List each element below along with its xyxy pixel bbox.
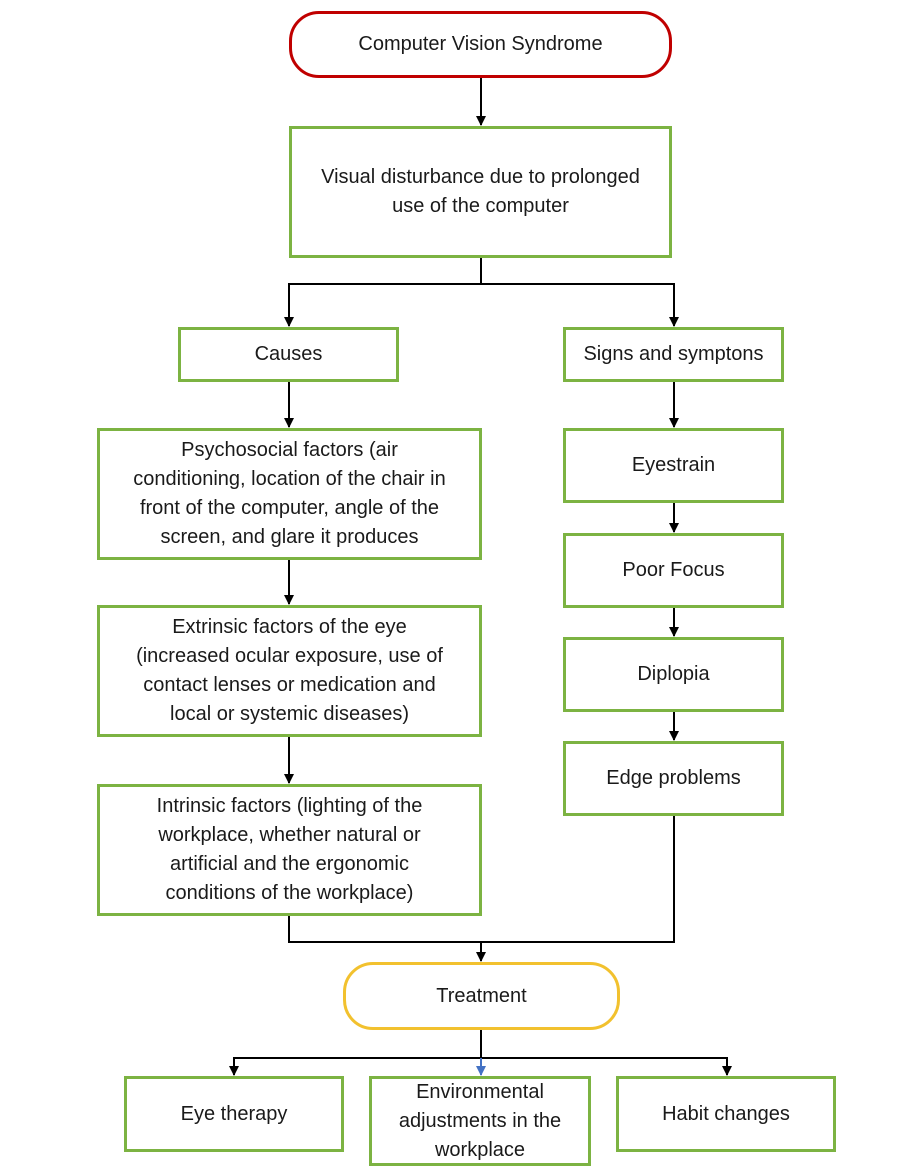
arrow-edge-to-treatment	[481, 816, 675, 943]
arrow-treatment-to-habit	[481, 1057, 732, 1076]
extrinsic-line-3: contact lenses or medication and	[143, 674, 436, 696]
visual-disturbance-line-1: Visual disturbance due to prolonged	[321, 166, 640, 188]
intrinsic-line-1: Intrinsic factors (lighting of the	[156, 795, 423, 817]
treatment-node: Treatment	[343, 962, 620, 1030]
poor-focus-node: Poor Focus	[563, 533, 784, 608]
psychosocial-line-1: Psychosocial factors (air	[181, 439, 398, 461]
psychosocial-line-3: front of the computer, angle of the	[139, 497, 440, 519]
psychosocial-line-2: conditioning, location of the chair in	[133, 468, 446, 490]
intrinsic-factors-node: Intrinsic factors (lighting of the workp…	[97, 784, 482, 916]
eye-therapy-label: Eye therapy	[180, 1102, 288, 1125]
arrow-visual-to-causes	[284, 258, 482, 327]
extrinsic-factors-node: Extrinsic factors of the eye (increased …	[97, 605, 482, 737]
intrinsic-line-4: conditions of the workplace)	[165, 882, 414, 904]
visual-disturbance-line-2: use of the computer	[392, 195, 569, 217]
environmental-line-1: Environmental	[416, 1080, 544, 1103]
edge-problems-node: Edge problems	[563, 741, 784, 816]
environmental-line-2: adjustments in the	[398, 1109, 562, 1132]
diplopia-label: Diplopia	[637, 663, 710, 685]
eyestrain-node: Eyestrain	[563, 428, 784, 503]
signs-and-symptoms-node: Signs and symptons	[563, 327, 784, 382]
treatment-label: Treatment	[436, 984, 527, 1007]
diplopia-node: Diplopia	[563, 637, 784, 712]
computer-vision-syndrome-node: Computer Vision Syndrome	[289, 11, 672, 78]
signs-and-symptoms-label: Signs and symptons	[583, 343, 764, 365]
environmental-adjustments-node: Environmental adjustments in the workpla…	[369, 1076, 591, 1166]
eyestrain-label: Eyestrain	[631, 454, 716, 476]
edge-problems-label: Edge problems	[606, 767, 741, 789]
causes-label: Causes	[254, 343, 323, 365]
habit-changes-node: Habit changes	[616, 1076, 836, 1152]
arrow-intrinsic-to-treatment	[288, 916, 486, 962]
habit-changes-label: Habit changes	[662, 1102, 790, 1125]
extrinsic-line-4: local or systemic diseases)	[170, 703, 409, 725]
arrow-visual-to-signs	[481, 283, 679, 327]
visual-disturbance-node: Visual disturbance due to prolonged use …	[289, 126, 672, 258]
environmental-line-3: workplace	[434, 1138, 526, 1161]
extrinsic-line-2: (increased ocular exposure, use of	[136, 645, 443, 667]
poor-focus-label: Poor Focus	[622, 559, 725, 581]
eye-therapy-node: Eye therapy	[124, 1076, 344, 1152]
psychosocial-factors-node: Psychosocial factors (air conditioning, …	[97, 428, 482, 560]
extrinsic-line-1: Extrinsic factors of the eye	[172, 616, 407, 638]
intrinsic-line-2: workplace, whether natural or	[158, 824, 421, 846]
computer-vision-syndrome-label: Computer Vision Syndrome	[358, 33, 603, 55]
psychosocial-line-4: screen, and glare it produces	[160, 526, 419, 548]
arrow-treatment-to-eyetherapy	[229, 1030, 482, 1076]
intrinsic-line-3: artificial and the ergonomic	[169, 853, 409, 875]
causes-node: Causes	[178, 327, 399, 382]
